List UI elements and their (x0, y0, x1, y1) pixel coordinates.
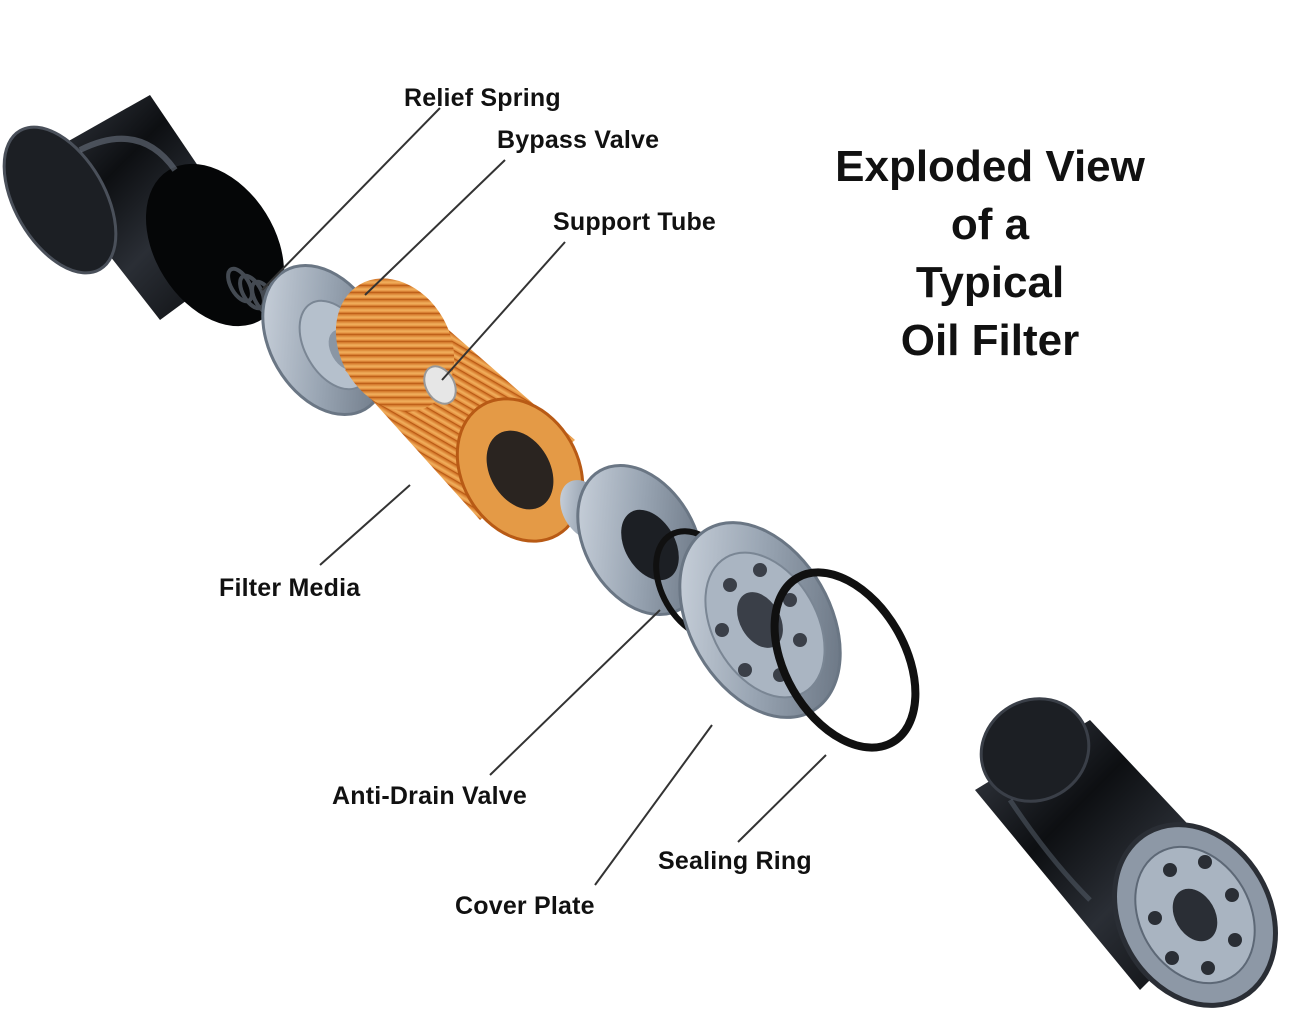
leader-lines (261, 107, 827, 886)
title-line-1: Exploded View (835, 142, 1145, 191)
label-bypass-valve: Bypass Valve (497, 126, 660, 154)
leader-anti-drain-valve (489, 609, 661, 776)
label-support-tube: Support Tube (553, 208, 717, 236)
leader-bypass-valve (364, 159, 506, 296)
leader-filter-media (319, 484, 411, 566)
leader-cover-plate (594, 724, 713, 886)
label-anti-drain-valve: Anti-Drain Valve (332, 782, 527, 810)
anti-drain-valve (560, 463, 704, 617)
canister-assembled (975, 697, 1278, 1008)
filter-media (335, 278, 585, 543)
title-line-4: Oil Filter (900, 316, 1080, 365)
label-relief-spring: Relief Spring (404, 84, 561, 112)
label-cover-plate: Cover Plate (455, 892, 595, 920)
diagram-title: Exploded View of a Typical Oil Filter (790, 138, 1190, 370)
sealing-ring (770, 568, 920, 752)
leader-sealing-ring (737, 754, 827, 843)
title-line-2: of a (950, 200, 1030, 249)
leader-relief-spring (261, 107, 441, 291)
label-filter-media: Filter Media (219, 574, 361, 602)
cover-plate (678, 521, 842, 719)
leader-support-tube (441, 241, 566, 381)
label-sealing-ring: Sealing Ring (658, 847, 812, 875)
title-line-3: Typical (915, 258, 1065, 307)
